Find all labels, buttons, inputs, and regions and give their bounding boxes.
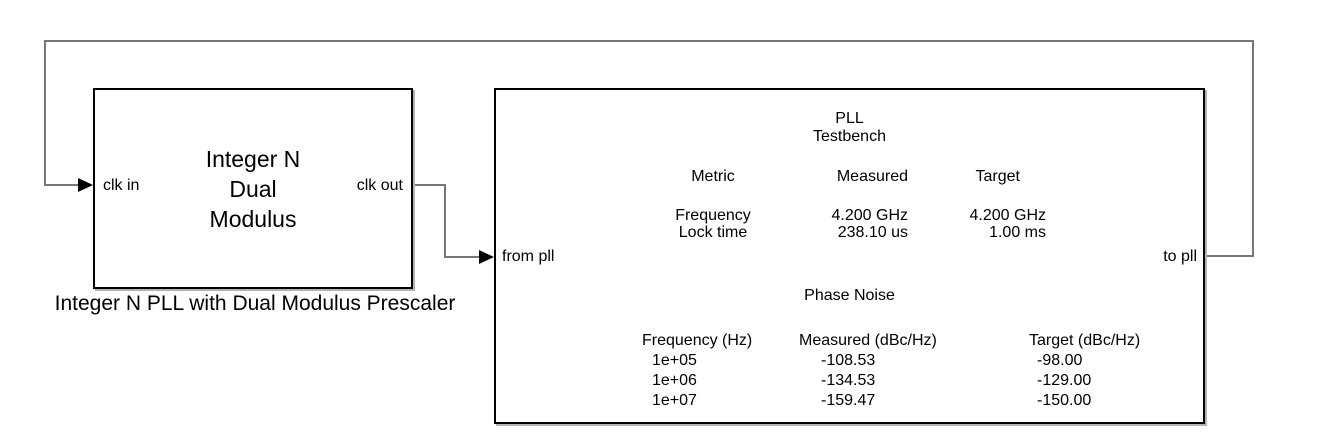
feedback-wire-clkin-stub[interactable] [44, 184, 80, 186]
port-label-to-pll: to pll [1163, 248, 1197, 265]
pll-block-name-line3: Modulus [209, 205, 297, 232]
phase-noise-column-measured: Measured (dBc/Hz) -108.53 -134.53 -159.4… [799, 331, 1029, 411]
phase-noise-header-frequency: Frequency (Hz) [642, 332, 753, 349]
frompll-arrowhead-icon [479, 250, 494, 264]
phase-noise-frequency-2: 1e+06 [652, 372, 697, 389]
phase-noise-frequency-1: 1e+05 [652, 352, 697, 369]
metrics-header-target: Target [975, 168, 1020, 185]
feedback-wire-left-segment[interactable] [44, 40, 46, 186]
feedback-wire-right-segment[interactable] [1252, 40, 1254, 257]
phase-noise-target-2: -129.00 [1037, 372, 1092, 389]
phase-noise-column-frequency: Frequency (Hz) 1e+05 1e+06 1e+07 [642, 331, 799, 411]
metrics-header-measured: Measured [836, 168, 908, 185]
measured-frequency-value: 4.200 GHz [831, 207, 908, 224]
pll-block-name: Integer N Dual Modulus [95, 90, 411, 287]
metrics-table: Metric Frequency Lock time Measured 4.20… [648, 168, 1068, 241]
phase-noise-measured-2: -134.53 [821, 372, 876, 389]
metrics-column-measured: Measured 4.200 GHz 238.10 us [778, 168, 928, 241]
testbench-title-line1: PLL [835, 110, 864, 127]
port-label-clk-in: clk in [103, 177, 140, 194]
pll-testbench-block[interactable]: PLL Testbench Metric Frequency Lock time… [494, 88, 1205, 424]
port-label-clk-out: clk out [356, 177, 403, 194]
testbench-title: PLL Testbench [496, 110, 1203, 146]
clkout-wire-vertical[interactable] [444, 184, 446, 258]
metrics-column-metric: Metric Frequency Lock time [648, 168, 778, 241]
phase-noise-title: Phase Noise [804, 287, 895, 304]
measured-lock-time-value: 238.10 us [837, 224, 908, 241]
topll-output-wire-stub[interactable] [1205, 255, 1254, 257]
phase-noise-header-measured: Measured (dBc/Hz) [799, 332, 937, 349]
pll-block-caption: Integer N PLL with Dual Modulus Prescale… [54, 292, 456, 315]
metrics-header-metric: Metric [691, 168, 735, 185]
pll-block-name-line2: Dual [229, 175, 277, 202]
port-label-from-pll: from pll [502, 248, 555, 265]
phase-noise-header-target: Target (dBc/Hz) [1029, 332, 1141, 349]
metrics-column-target: Target 4.200 GHz 1.00 ms [928, 168, 1068, 241]
phase-noise-column-target: Target (dBc/Hz) -98.00 -129.00 -150.00 [1029, 331, 1204, 411]
phase-noise-table: Frequency (Hz) 1e+05 1e+06 1e+07 Measure… [642, 331, 1204, 411]
target-frequency-value: 4.200 GHz [969, 207, 1046, 224]
metric-name-lock-time: Lock time [678, 224, 748, 241]
clkout-wire-horizontal-2[interactable] [444, 256, 481, 258]
testbench-title-line2: Testbench [813, 128, 886, 145]
pll-block-name-line1: Integer N [205, 145, 301, 172]
phase-noise-target-1: -98.00 [1037, 352, 1083, 369]
feedback-wire-top-segment[interactable] [44, 40, 1254, 42]
phase-noise-measured-1: -108.53 [821, 352, 876, 369]
phase-noise-measured-3: -159.47 [821, 392, 876, 409]
phase-noise-target-3: -150.00 [1037, 392, 1092, 409]
clkin-arrowhead-icon [78, 178, 93, 192]
target-lock-time-value: 1.00 ms [989, 224, 1046, 241]
metric-name-frequency: Frequency [675, 207, 751, 224]
clkout-wire-horizontal-1[interactable] [413, 184, 446, 186]
integer-n-pll-block[interactable]: Integer N Dual Modulus clk in clk out [93, 88, 413, 289]
phase-noise-frequency-3: 1e+07 [652, 392, 697, 409]
